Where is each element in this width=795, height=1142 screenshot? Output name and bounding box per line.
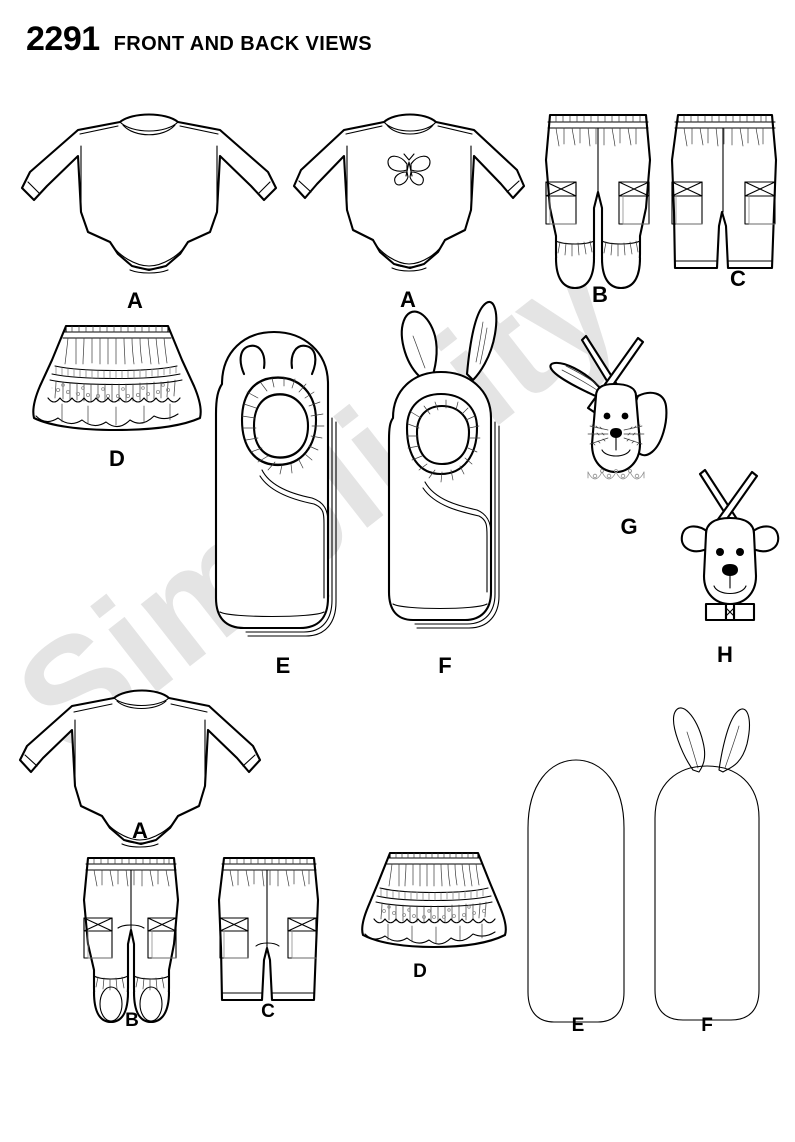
figure-b-back <box>76 852 186 1042</box>
sheet-header: 2291 FRONT AND BACK VIEWS <box>26 22 372 56</box>
bear-toy-head <box>702 516 758 606</box>
pants-c-back-center-seam <box>255 869 280 949</box>
label-f-back: F <box>701 1015 713 1036</box>
pants-b-front-cargo-pocket-right <box>618 181 650 225</box>
bunting-f-hem <box>392 603 488 610</box>
skirt-d-front-waist-gathers <box>64 325 168 365</box>
pants-b-back-feet <box>92 986 171 1024</box>
bodysuit-a-applique-cuffs <box>297 180 521 199</box>
pants-b-front-feet <box>554 256 642 290</box>
label-d-front: D <box>109 446 125 471</box>
label-e-front: E <box>275 653 291 678</box>
bunny-toy-ruffle-collar <box>587 469 645 480</box>
figure-f-front <box>375 278 515 648</box>
label-h-toy: H <box>717 642 733 667</box>
bunting-f-hood-ribbing <box>405 392 481 483</box>
bodysuit-a-applique-outline <box>292 113 526 270</box>
pants-b-front-ankle-gathers <box>555 240 641 257</box>
skirt-d-front-eyelet-band <box>51 365 181 380</box>
figure-b-front <box>536 108 660 298</box>
bodysuit-a-back-outline <box>18 689 262 846</box>
bunny-toy-face <box>587 412 645 457</box>
pants-c-back-waist-gathers <box>229 858 310 887</box>
pants-c-front-cargo-pocket-left <box>671 181 703 225</box>
bunny-toy-upright-ear <box>549 361 608 400</box>
pants-b-back-waist-gathers <box>93 858 170 887</box>
figure-c-front <box>664 108 786 298</box>
label-b-front: B <box>592 282 608 307</box>
label-c-front: C <box>730 266 746 291</box>
bodysuit-a-applique-leg-binding <box>372 239 446 272</box>
skirt-d-back-eyelet-ruffle <box>373 901 496 924</box>
label-f-front: F <box>438 653 452 678</box>
pants-c-front-cargo-pocket-right <box>744 181 776 225</box>
pants-c-back-cargo-pocket-left <box>219 917 249 959</box>
label-c-back: C <box>261 1001 275 1022</box>
bunting-e-hood-ribbing <box>240 376 325 475</box>
bunting-f-front-wrap-seam <box>422 481 492 593</box>
pants-b-back-center-seam <box>117 869 145 931</box>
figure-g-toy <box>540 326 690 516</box>
pants-c-front-waist-gathers <box>683 115 767 147</box>
label-e-back: E <box>571 1015 585 1036</box>
figure-h-toy <box>660 458 790 648</box>
figure-d-back <box>352 845 512 965</box>
bodysuit-a-front-side-seams <box>80 145 218 211</box>
figure-d-front <box>22 318 208 448</box>
bunting-e-hem <box>219 611 325 618</box>
skirt-d-back-eyelet-band <box>376 887 492 902</box>
skirt-d-back-lower-tier <box>364 923 496 945</box>
butterfly-applique-icon <box>387 153 431 186</box>
bodysuit-a-front-leg-binding <box>109 241 189 274</box>
pants-c-back-cargo-pocket-right <box>287 917 317 959</box>
label-d-back: D <box>413 961 427 982</box>
bunting-f-back-ears <box>673 707 750 773</box>
pattern-number: 2291 <box>26 20 100 58</box>
skirt-d-front-eyelet-ruffle <box>47 379 183 403</box>
page-title: FRONT AND BACK VIEWS <box>113 33 373 55</box>
label-b-back: B <box>125 1010 139 1031</box>
bunting-f-back-outline <box>654 765 760 1021</box>
label-g-toy: G <box>620 514 638 539</box>
bodysuit-a-front-outline <box>20 113 278 272</box>
bodysuit-a-back-leg-binding <box>101 815 179 848</box>
label-a-front-plain: A <box>127 288 143 313</box>
bodysuit-a-back-cuffs <box>23 754 257 773</box>
bear-toy-face <box>713 548 747 595</box>
bunting-e-front-wrap-seam <box>259 469 329 599</box>
pants-c-back-outline <box>217 856 320 1002</box>
bear-toy-ears <box>680 525 780 553</box>
pants-b-front-cargo-pocket-left <box>545 181 577 225</box>
figure-f-back <box>645 700 771 1030</box>
bunting-e-back-outline <box>527 759 625 1023</box>
skirt-d-back-waist-gathers <box>388 852 480 887</box>
figure-a-front-plain <box>14 100 284 290</box>
label-a-back: A <box>132 818 148 843</box>
bunting-f-bunny-ears <box>400 300 498 382</box>
label-a-front-applique: A <box>400 287 416 312</box>
pants-b-front-waist-gathers <box>555 115 641 147</box>
bodysuit-a-front-cuffs <box>25 181 273 201</box>
figure-e-back <box>518 750 638 1030</box>
bunting-e-bear-ears <box>239 344 317 376</box>
pants-b-back-cargo-pocket-right <box>147 917 177 959</box>
figure-a-front-applique <box>288 100 528 290</box>
skirt-d-front-lower-tier <box>35 403 179 428</box>
pants-b-back-cargo-pocket-left <box>83 917 113 959</box>
figure-a-back <box>16 680 266 850</box>
figure-c-back <box>212 852 326 1022</box>
figure-e-front <box>200 322 350 652</box>
bear-toy-bow-tie <box>704 602 756 622</box>
pants-c-front-outline <box>670 113 778 270</box>
pants-b-back-ankle-gathers <box>93 975 170 991</box>
